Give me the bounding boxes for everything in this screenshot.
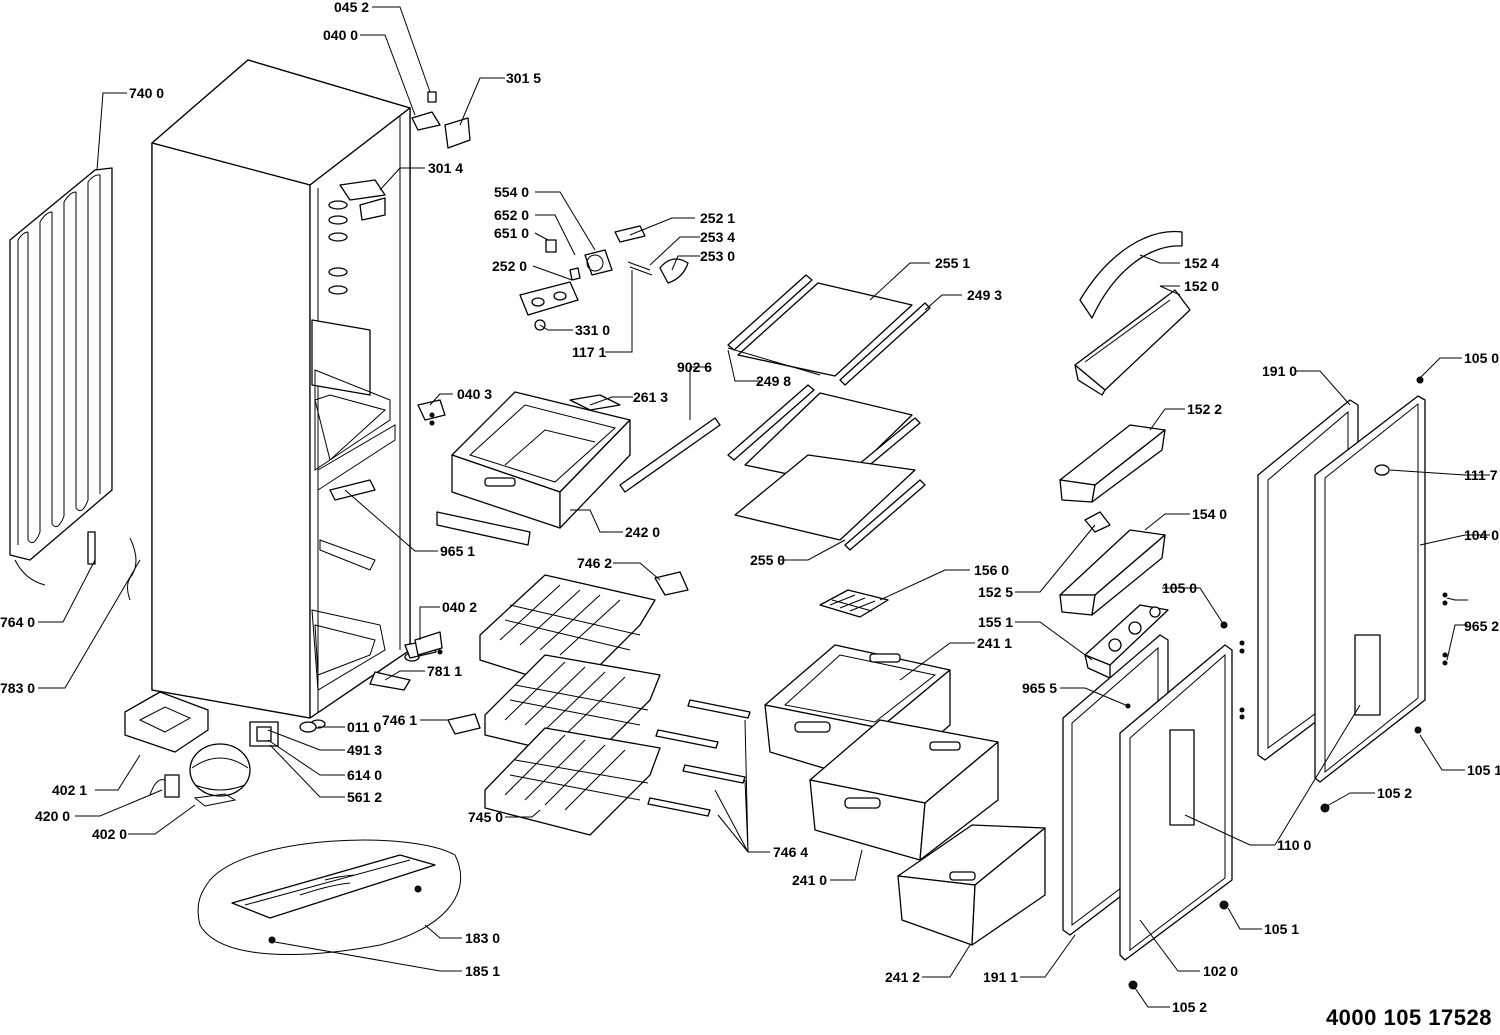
label-040-2: 040 2 xyxy=(442,599,477,615)
egg-tray xyxy=(819,589,889,618)
label-045-2: 045 2 xyxy=(334,0,369,15)
label-105-2-upper: 105 2 xyxy=(1377,785,1412,801)
label-252-1: 252 1 xyxy=(700,210,735,226)
label-745-0: 745 0 xyxy=(468,809,503,825)
leader-lines xyxy=(38,6,1490,1008)
label-253-0: 253 0 xyxy=(700,248,735,264)
label-117-1: 117 1 xyxy=(572,344,606,360)
label-110-0: 110 0 xyxy=(1277,837,1311,853)
label-249-3: 249 3 xyxy=(967,287,1002,303)
label-965-2: 965 2 xyxy=(1464,618,1499,634)
label-491-3: 491 3 xyxy=(347,742,382,758)
fastener-dots xyxy=(429,376,1448,990)
drawer-rail xyxy=(619,417,721,493)
label-104-0: 104 0 xyxy=(1464,527,1499,543)
label-105-1-lower: 105 1 xyxy=(1264,921,1299,937)
freezer-drawer-top xyxy=(436,391,631,546)
label-152-2: 152 2 xyxy=(1187,401,1222,417)
glass-shelf-upper xyxy=(727,274,931,386)
label-614-0: 614 0 xyxy=(347,767,382,783)
label-241-0: 241 0 xyxy=(792,872,827,888)
label-561-2: 561 2 xyxy=(347,789,382,805)
label-249-8: 249 8 xyxy=(756,373,791,389)
label-652-0: 652 0 xyxy=(494,207,529,223)
label-242-0: 242 0 xyxy=(625,524,660,540)
label-040-3: 040 3 xyxy=(457,386,492,402)
label-241-1: 241 1 xyxy=(977,635,1012,651)
lower-door xyxy=(1119,644,1233,961)
label-965-5: 965 5 xyxy=(1022,680,1057,696)
label-105-0-mid: 105 0 xyxy=(1162,580,1197,596)
base-plate xyxy=(197,839,461,956)
label-191-0: 191 0 xyxy=(1262,363,1297,379)
label-746-4: 746 4 xyxy=(773,844,808,860)
door-bin-2 xyxy=(1059,424,1166,503)
label-746-2: 746 2 xyxy=(577,555,612,571)
label-253-4: 253 4 xyxy=(700,229,735,245)
cabinet xyxy=(87,59,420,729)
label-420-0: 420 0 xyxy=(35,808,70,824)
label-152-0: 152 0 xyxy=(1184,278,1219,294)
condenser-coil xyxy=(9,167,113,586)
document-number: 4000 105 17528 xyxy=(1325,1005,1492,1030)
label-255-0: 255 0 xyxy=(750,552,785,568)
thermostat-lamp-group xyxy=(519,225,689,331)
label-902-6: 902 6 xyxy=(677,359,712,375)
label-011-0: 011 0 xyxy=(347,719,381,735)
label-152-4: 152 4 xyxy=(1184,255,1219,271)
label-185-1: 185 1 xyxy=(465,963,500,979)
label-154-0: 154 0 xyxy=(1192,506,1227,522)
label-183-0: 183 0 xyxy=(465,930,500,946)
crisper-drawer-2 xyxy=(809,719,999,861)
label-105-1-upper: 105 1 xyxy=(1467,762,1500,778)
label-105-0-top: 105 0 xyxy=(1464,350,1499,366)
label-255-1: 255 1 xyxy=(935,255,970,271)
door-bin-3 xyxy=(1059,511,1166,616)
label-252-0: 252 0 xyxy=(492,258,527,274)
label-402-0: 402 0 xyxy=(92,826,127,842)
label-554-0: 554 0 xyxy=(494,184,529,200)
upper-door xyxy=(1314,395,1426,783)
label-111-7: 111 7 xyxy=(1464,467,1498,483)
label-241-2: 241 2 xyxy=(885,969,920,985)
label-331-0: 331 0 xyxy=(575,322,610,338)
label-040-0: 040 0 xyxy=(323,27,358,43)
label-764-0: 764 0 xyxy=(0,614,35,630)
label-105-2-lower: 105 2 xyxy=(1172,999,1207,1015)
dairy-cover xyxy=(1079,230,1183,319)
label-783-0: 783 0 xyxy=(0,680,35,696)
label-651-0: 651 0 xyxy=(494,225,529,241)
label-781-1: 781 1 xyxy=(427,663,462,679)
label-155-1: 155 1 xyxy=(978,614,1013,630)
label-152-5: 152 5 xyxy=(978,584,1013,600)
compressor-assembly xyxy=(124,639,437,807)
wire-baskets xyxy=(447,571,751,836)
label-301-4: 301 4 xyxy=(428,160,463,176)
label-191-1: 191 1 xyxy=(983,969,1018,985)
label-102-0: 102 0 xyxy=(1203,963,1238,979)
label-156-0: 156 0 xyxy=(974,562,1009,578)
top-fittings xyxy=(411,91,471,656)
label-402-1: 402 1 xyxy=(52,782,87,798)
crisper-drawer-3 xyxy=(897,824,1046,946)
glass-shelf-lower xyxy=(727,384,926,551)
label-301-5: 301 5 xyxy=(506,70,541,86)
label-740-0: 740 0 xyxy=(129,85,164,101)
label-746-1: 746 1 xyxy=(382,712,417,728)
label-261-3: 261 3 xyxy=(633,389,668,405)
door-bin-top xyxy=(1074,289,1191,396)
label-965-1: 965 1 xyxy=(440,543,475,559)
